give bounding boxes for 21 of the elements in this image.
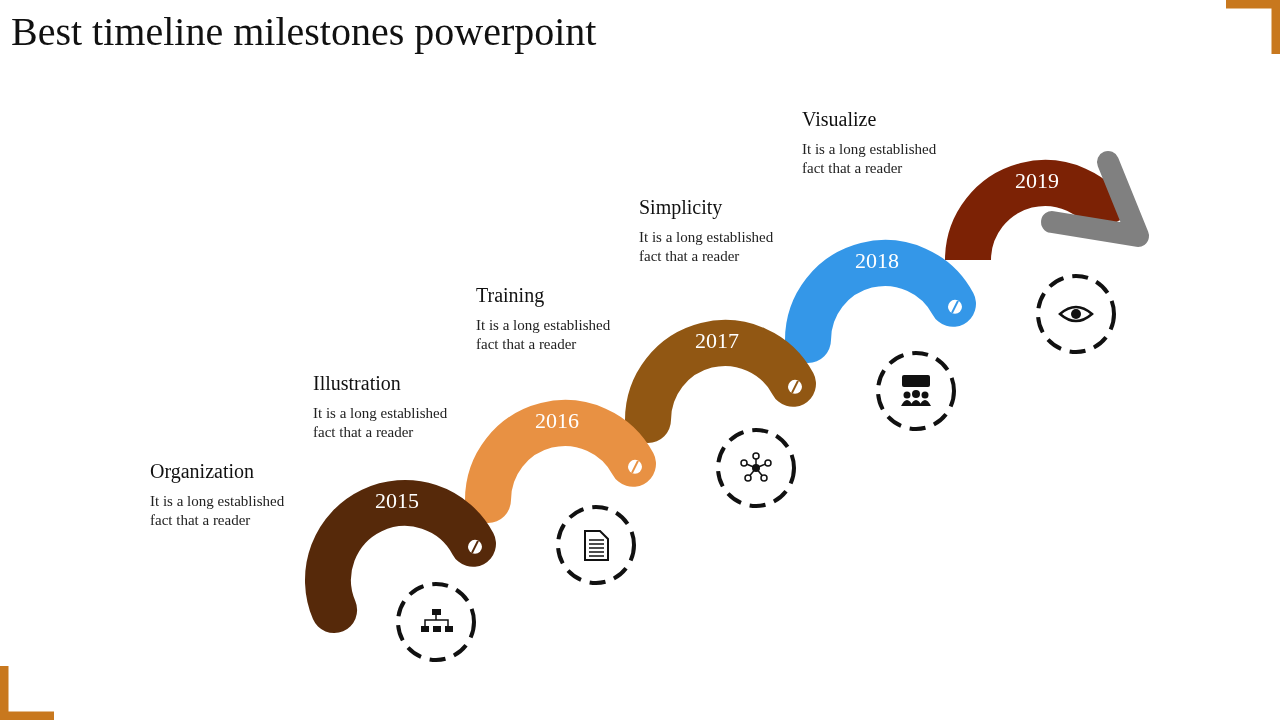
milestone-description: It is a long established fact that a reader	[313, 404, 449, 442]
milestone-description: It is a long established fact that a reader	[150, 492, 286, 530]
arc-segment	[305, 480, 496, 634]
year-label: 2015	[375, 488, 419, 513]
arc-segment	[945, 151, 1149, 262]
year-label: 2019	[1015, 168, 1059, 193]
milestone-heading: Training	[476, 284, 545, 307]
milestone-description: It is a long established fact that a reader	[476, 316, 612, 354]
arc-segment	[465, 400, 656, 523]
year-label: 2017	[695, 328, 739, 353]
milestone-heading: Organization	[150, 460, 255, 483]
milestone-description: It is a long established fact that a reader	[639, 228, 775, 266]
year-label: 2016	[535, 408, 579, 433]
arc-segment	[785, 240, 976, 363]
arc-segment	[625, 320, 816, 443]
slide-title: Best timeline milestones powerpoint	[11, 8, 597, 55]
milestone-heading: Visualize	[802, 108, 877, 131]
milestone-description: It is a long established fact that a reader	[802, 140, 938, 178]
milestone-heading: Simplicity	[639, 196, 723, 219]
milestone-heading: Illustration	[313, 372, 401, 395]
year-label: 2018	[855, 248, 899, 273]
